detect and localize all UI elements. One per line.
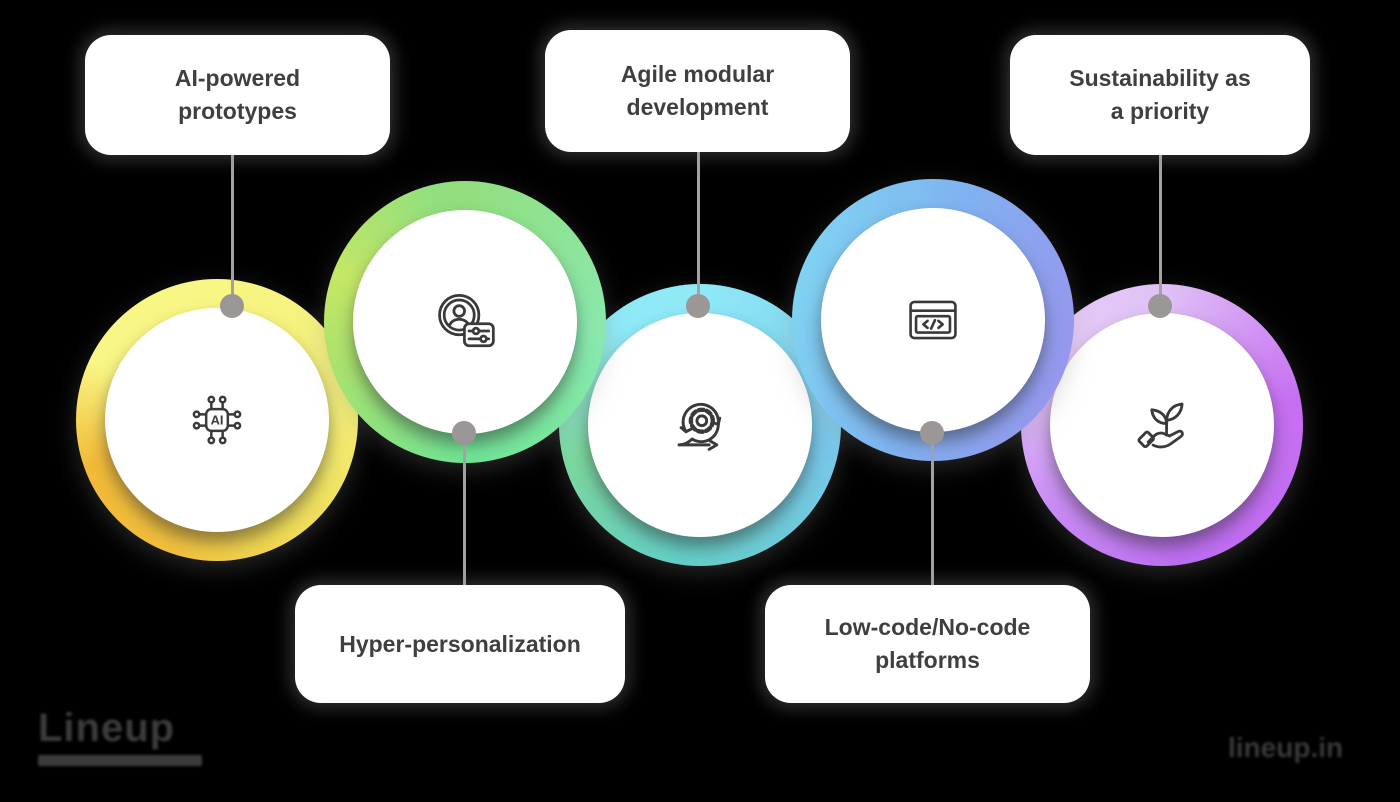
agile-cycle-icon (677, 402, 722, 451)
label-text: Low-code/No-code platforms (824, 614, 1031, 673)
connector-line (231, 155, 234, 308)
ai-chip-label: AI (211, 413, 224, 428)
label-card-agile-modular: Agile modular development (545, 30, 850, 152)
brand-logo: Lineup (38, 706, 202, 766)
icon-circle-sustainability (1050, 313, 1274, 537)
label-text: Sustainability as a priority (1069, 65, 1251, 124)
connector-line (697, 152, 700, 308)
hand-plant-icon (1137, 402, 1184, 449)
brand-logo-tagline-bar (38, 755, 202, 766)
label-card-hyper-personalization: Hyper-personalization (295, 585, 625, 703)
label-text: Agile modular development (620, 61, 775, 120)
connector-line (1159, 155, 1162, 308)
ai-chip-icon: AI (192, 395, 242, 445)
user-settings-icon (438, 294, 495, 348)
code-window-icon (909, 300, 957, 340)
label-text: AI-powered prototypes (174, 65, 301, 124)
label-text: Hyper-personalization (339, 630, 581, 657)
connector-dot (920, 421, 944, 445)
connector-line (931, 433, 934, 585)
connector-dot (220, 294, 244, 318)
connector-line (463, 433, 466, 585)
icon-circle-low-code (821, 208, 1045, 432)
connector-dot (452, 421, 476, 445)
connector-dot (1148, 294, 1172, 318)
label-card-ai-prototypes: AI-powered prototypes (85, 35, 390, 155)
label-card-sustainability: Sustainability as a priority (1010, 35, 1310, 155)
connector-dot (686, 294, 710, 318)
brand-logo-text: Lineup (38, 706, 176, 750)
icon-circle-ai-prototypes: AI (105, 308, 329, 532)
icon-circle-hyper-personalization (353, 210, 577, 434)
website-watermark: lineup.in (1228, 732, 1344, 763)
icon-circle-agile-modular (588, 313, 812, 537)
label-card-low-code: Low-code/No-code platforms (765, 585, 1090, 703)
